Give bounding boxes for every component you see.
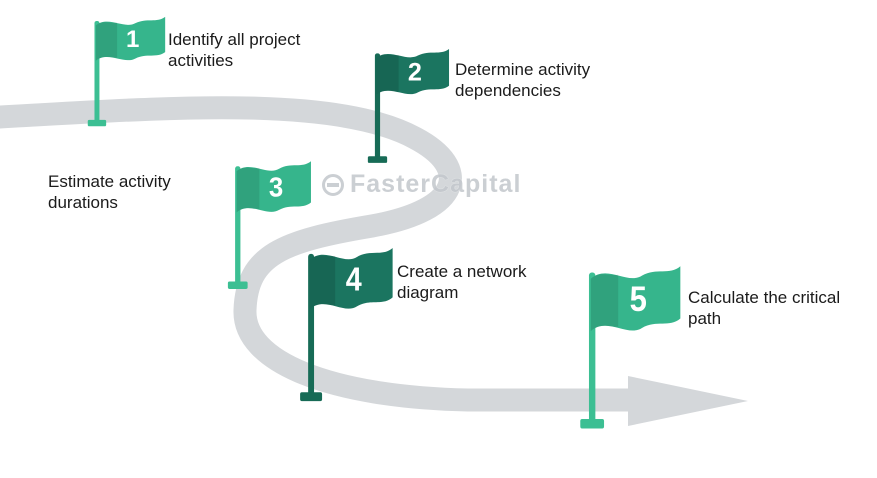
flag-icon: 1 [87,16,166,127]
step-label-4: Create a network diagram [397,262,527,302]
step-label-1: Identify all project activities [168,30,301,70]
step-number: 1 [126,26,139,53]
step-label-3: Estimate activity durations [48,172,171,212]
step-number: 5 [630,280,647,319]
step-number: 4 [346,260,363,298]
flag-icon: 5 [580,266,681,429]
step-label-5: Calculate the critical path [688,288,841,328]
arrow-head-icon [628,376,748,426]
watermark-logo-icon [322,173,344,196]
watermark: FasterCapital [322,170,521,199]
step-flag-2: 2 [366,46,452,171]
step-label-2: Determine activity dependencies [455,60,591,100]
flag-icon: 4 [300,247,393,402]
step-flag-5: 5 [578,262,684,440]
step-flag-3: 3 [226,158,314,298]
flag-icon: 3 [227,161,311,289]
step-flag-1: 1 [86,14,168,134]
step-number: 3 [269,172,283,203]
flag-icon: 2 [367,48,450,163]
path-curve [0,96,632,412]
step-flag-4: 4 [298,244,396,412]
watermark-text: FasterCapital [350,170,522,198]
step-number: 2 [408,59,422,87]
